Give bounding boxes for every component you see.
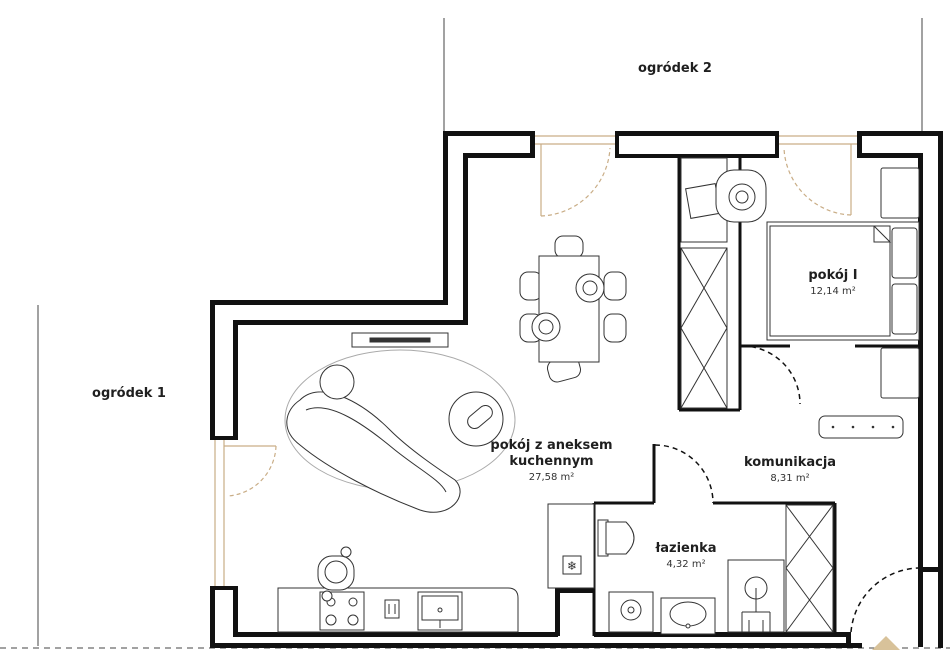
sofa: [284, 349, 516, 513]
room-hall-area: 8,31 m²: [770, 473, 810, 484]
wardrobes: [680, 247, 834, 633]
windows: [214, 135, 857, 586]
room-bedroom-name: pokój I: [808, 268, 858, 283]
room-living: pokój z aneksem kuchennym 27,58 m²: [484, 438, 619, 483]
garden-2-label: ogródek 2: [638, 61, 712, 76]
svg-text:❄: ❄: [567, 559, 577, 573]
room-bathroom-name: łazienka: [655, 541, 717, 556]
dining-table: [519, 235, 627, 383]
room-hall: komunikacja 8,31 m²: [725, 455, 855, 484]
hall-bench: [818, 415, 904, 439]
exterior-walls: [210, 131, 943, 648]
bathroom-fixtures: [597, 519, 785, 635]
room-bathroom-area: 4,32 m²: [666, 559, 706, 570]
bed: [766, 167, 920, 399]
garden-1-label: ogródek 1: [92, 386, 166, 401]
room-living-name: pokój z aneksem kuchennym: [490, 438, 613, 469]
kitchen-counter: ❄: [277, 503, 595, 633]
tv-unit: [351, 332, 449, 348]
room-bedroom-area: 12,14 m²: [810, 286, 856, 297]
room-bathroom: łazienka 4,32 m²: [636, 541, 736, 570]
desk-with-person: [680, 157, 767, 243]
room-bedroom: pokój I 12,14 m²: [773, 268, 893, 297]
interior-doors: [654, 345, 919, 633]
entrance-marker: [872, 636, 900, 650]
room-living-area: 27,58 m²: [528, 472, 575, 483]
room-hall-name: komunikacja: [743, 455, 837, 470]
